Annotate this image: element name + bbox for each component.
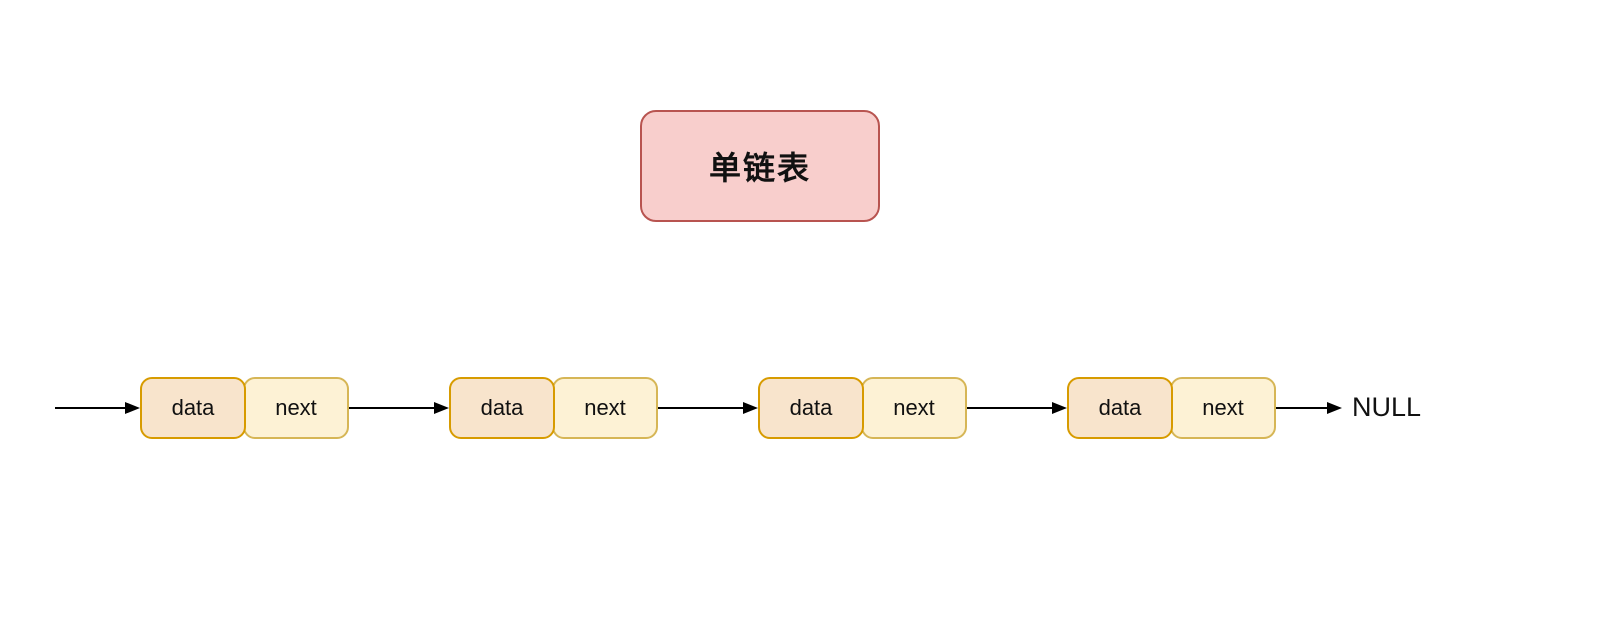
next-cell-label: next: [1202, 395, 1244, 420]
null-arrow: [1276, 402, 1342, 414]
data-cell: data: [449, 377, 555, 439]
list-node-2: data next: [449, 377, 658, 439]
next-cell-label: next: [584, 395, 626, 420]
arrowhead-icon: [1327, 402, 1342, 414]
arrowhead-icon: [434, 402, 449, 414]
next-cell-label: next: [275, 395, 317, 420]
title-box: 单链表: [640, 110, 880, 222]
null-label: NULL: [1352, 392, 1422, 422]
arrow-shaft: [349, 407, 438, 409]
arrow-shaft: [55, 407, 129, 409]
list-node-1: data next: [140, 377, 349, 439]
arrow-shaft: [658, 407, 747, 409]
diagram-title: 单链表: [708, 150, 811, 186]
data-cell-label: data: [789, 395, 833, 420]
arrowhead-icon: [125, 402, 140, 414]
link-arrow-1: [349, 402, 449, 414]
data-cell-label: data: [1098, 395, 1142, 420]
link-arrow-3: [967, 402, 1067, 414]
data-cell-label: data: [480, 395, 524, 420]
list-node-4: data next: [1067, 377, 1276, 439]
data-cell: data: [140, 377, 246, 439]
arrowhead-icon: [743, 402, 758, 414]
arrowhead-icon: [1052, 402, 1067, 414]
head-arrow: [55, 402, 140, 414]
data-cell: data: [758, 377, 864, 439]
next-cell: next: [1170, 377, 1276, 439]
data-cell: data: [1067, 377, 1173, 439]
arrow-shaft: [1276, 407, 1331, 409]
next-cell: next: [861, 377, 967, 439]
next-cell: next: [552, 377, 658, 439]
list-node-3: data next: [758, 377, 967, 439]
link-arrow-2: [658, 402, 758, 414]
arrow-shaft: [967, 407, 1056, 409]
next-cell-label: next: [893, 395, 935, 420]
data-cell-label: data: [171, 395, 215, 420]
next-cell: next: [243, 377, 349, 439]
